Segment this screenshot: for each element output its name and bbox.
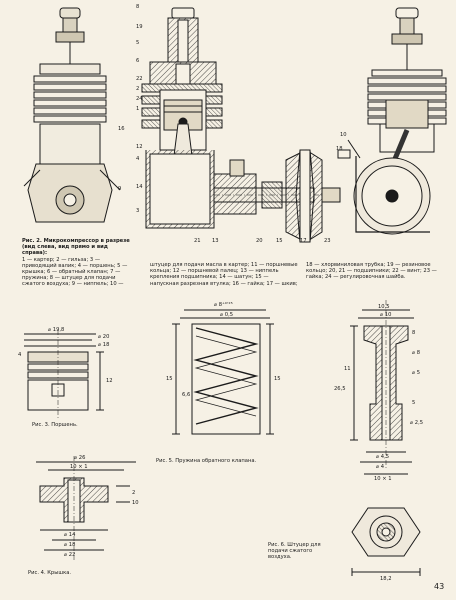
fig5-caption: Рис. 5. Пружина обратного клапана. [156, 458, 257, 464]
fig2-legend-col2: штуцер для подачи масла в картер; 11 — п… [150, 262, 298, 287]
callout-10: 10 [340, 132, 347, 138]
page-number: 43 [434, 582, 445, 591]
callout-21: 21 [194, 238, 201, 244]
fig2-title: Рис. 2. Микрокомпрессор в разрезе (вид с… [22, 238, 130, 257]
callout-9: 9 [118, 186, 122, 192]
callout-13: 13 [212, 238, 219, 244]
fig5-spring-drawing [172, 309, 274, 435]
callout-6: 6 [136, 58, 140, 64]
fig3-dim-12: 12 [106, 378, 113, 384]
fig6-dim-265: 26,5 [334, 386, 346, 392]
fig4-dim-d18: ⌀ 18 [64, 542, 76, 548]
fig4-dim-d26: ⌀ 26 [74, 455, 86, 461]
fig3-dim-4: 4 [18, 352, 22, 358]
callout-5: 5 [136, 40, 140, 46]
callout-4: 4 [136, 156, 140, 162]
fig6-dim-d25: ⌀ 2,5 [410, 420, 424, 426]
fig6-dim-5: 5 [412, 400, 416, 406]
callout-3: 3 [136, 208, 140, 214]
fig4-dim-2: 2 [132, 490, 136, 496]
fig6-dim-10x1: 10 × 1 [374, 476, 392, 482]
fig4-dim-10: 10 [132, 500, 139, 506]
fig6-dim-11: 11 [344, 366, 351, 372]
fig4-dim-10x1: 10 × 1 [70, 464, 88, 470]
fig2-legend-col3: 18 — хлорвиниловая трубка; 19 — резиново… [306, 262, 437, 281]
fig6-dim-d45: ⌀ 4,5 [376, 454, 390, 460]
fig4-caption: Рис. 4. Крышка. [28, 570, 72, 576]
fig4-dim-d22: ⌀ 22 [64, 552, 76, 558]
fig6-fitting-drawing [350, 300, 421, 576]
callout-12: 12 [136, 144, 143, 150]
fig6-caption: Рис. 6. Штуцер для подачи сжатого воздух… [268, 542, 321, 561]
callout-17: 17 [300, 238, 307, 244]
fig5-dim-66: 6,6 [182, 392, 191, 398]
fig6-dim-182: 18,2 [380, 576, 392, 582]
callout-16: 16 [118, 126, 125, 132]
fig3-dim-d198: ⌀ 19,8 [48, 327, 65, 333]
fig3-dim-d20: ⌀ 20 [98, 334, 110, 340]
callout-23: 23 [324, 238, 331, 244]
fig6-dim-105: 10,5 [378, 304, 390, 310]
fig5-dim-15-right: 15 [274, 376, 281, 382]
fig6-dim-d8: ⌀ 8 [412, 350, 421, 356]
fig4-dim-d14: ⌀ 14 [64, 532, 76, 538]
fig3-dim-d18: ⌀ 18 [98, 342, 110, 348]
fig2-center-section [141, 7, 341, 243]
callout-20: 20 [256, 238, 263, 244]
fig6-dim-8: 8 [412, 330, 416, 336]
callout-14: 14 [136, 184, 143, 190]
callout-18: 18 [336, 146, 343, 152]
fig5-dim-d8: ⌀ 8⁺⁰ʼ²⁵ [214, 302, 233, 308]
fig6-dim-d10: ⌀ 10 [380, 312, 392, 318]
fig2-left-view [23, 7, 121, 223]
fig2-caption: Рис. 2. Микрокомпрессор в разрезе (вид с… [22, 238, 134, 288]
fig2-right-view [337, 7, 447, 235]
fig2-legend-col1: 1 — картер; 2 — гильза; 3 — приводящий в… [22, 256, 128, 288]
fig4-cover-drawing [36, 456, 136, 560]
callout-8: 8 [136, 4, 140, 10]
fig5-dim-15-left: 15 [166, 376, 173, 382]
callout-22: 22 [136, 76, 143, 82]
callout-24: 24 [136, 96, 143, 102]
fig6-dim-d5: ⌀ 5 [412, 370, 421, 376]
callout-2: 2 [136, 86, 140, 92]
fig3-piston-drawing [24, 330, 104, 418]
fig6-dim-d4: ⌀ 4 [376, 464, 385, 470]
callout-15: 15 [276, 238, 283, 244]
fig5-dim-d05: ⌀ 0,5 [220, 312, 234, 318]
callout-1: 1 [136, 106, 140, 112]
callout-19: 19 [136, 24, 143, 30]
fig3-caption: Рис. 3. Поршень. [32, 422, 78, 428]
